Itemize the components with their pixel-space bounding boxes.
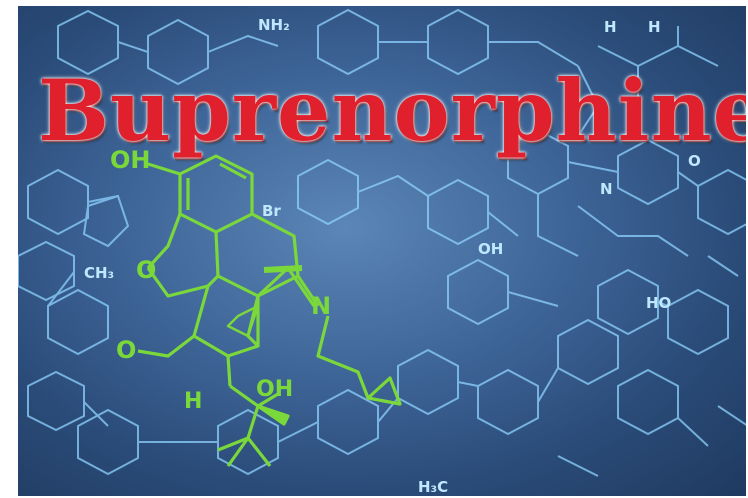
- bg-label-n: N: [600, 180, 613, 198]
- bg-label-br: Br: [262, 202, 281, 220]
- bg-label-h3c: H₃C: [418, 478, 448, 496]
- background-chemical-structures: NH₂ H H HO OH O N CH₃ H₃C Br: [18, 8, 746, 496]
- molecule-label-n: N: [311, 292, 331, 320]
- molecule-label-h: H: [184, 389, 202, 414]
- bg-label-ho: HO: [646, 294, 671, 312]
- molecule-label-o-ether: O: [136, 256, 156, 284]
- molecule-label-oh-top: OH: [110, 146, 151, 174]
- molecule-label-oh-bottom: OH: [256, 377, 293, 402]
- bg-label-oh: OH: [478, 240, 503, 258]
- bg-label-ch3: CH₃: [84, 264, 114, 282]
- bg-label-o: O: [688, 152, 701, 170]
- bg-label-nh2: NH₂: [258, 16, 290, 34]
- poster-title: Buprenorphine: [38, 61, 746, 160]
- buprenorphine-molecule: OH O N O H OH: [110, 146, 402, 467]
- molecule-label-o-methoxy: O: [116, 336, 136, 364]
- bg-label-h-b: H: [648, 18, 661, 36]
- buprenorphine-poster: NH₂ H H HO OH O N CH₃ H₃C Br Buprenorphi…: [18, 6, 746, 496]
- bg-label-h-a: H: [604, 18, 617, 36]
